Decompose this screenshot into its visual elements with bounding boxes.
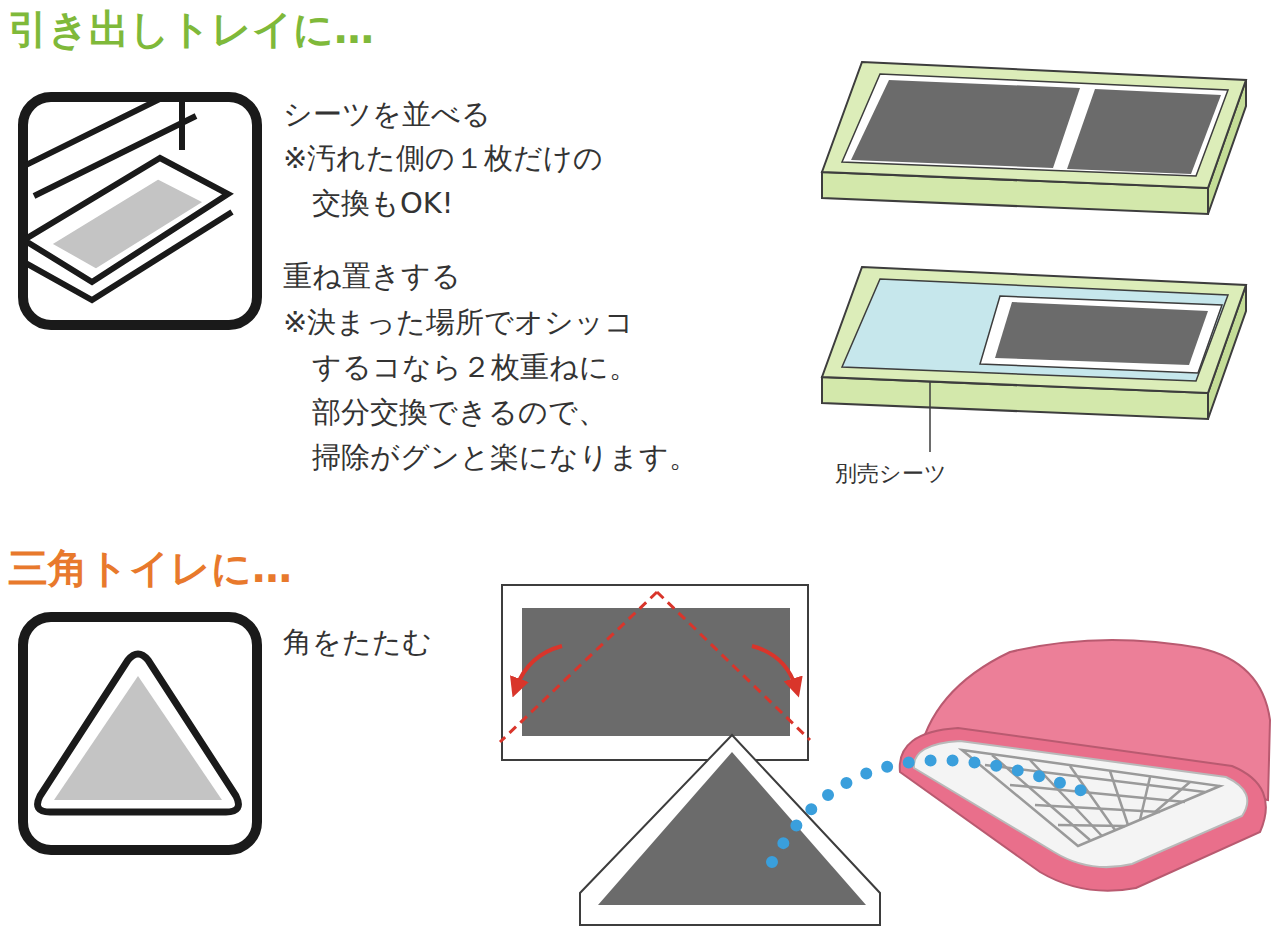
step-title: シーツを並べる <box>283 92 491 137</box>
leader-line <box>929 382 931 452</box>
tray-side-by-side <box>822 62 1246 214</box>
step-title: 角をたたむ <box>283 620 432 665</box>
triangle-icon <box>23 617 257 850</box>
part-label: 別売シーツ <box>835 458 947 490</box>
section-heading: 三角トイレに… <box>8 543 292 593</box>
note-text: ※汚れた側の１枚だけの 交換もOK! <box>283 136 603 226</box>
section-heading: 引き出しトレイに… <box>8 4 374 54</box>
step-title: 重ね置きする <box>283 254 461 299</box>
note-text: ※決まった場所でオシッコ するコなら２枚重ねに。 部分交換できるので、 掃除がグ… <box>283 300 698 480</box>
tray-overlapped <box>822 267 1246 452</box>
drawer-icon <box>20 88 257 325</box>
fold-illustration <box>500 585 880 925</box>
dotted-path <box>772 760 1095 862</box>
